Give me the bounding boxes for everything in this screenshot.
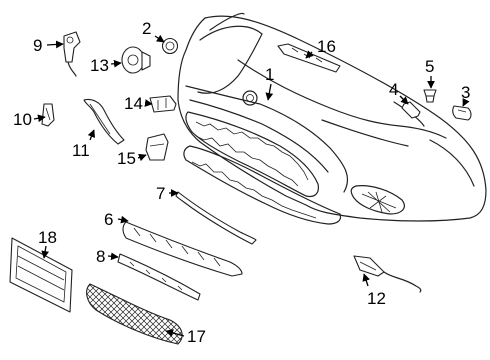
leader-15 xyxy=(137,153,147,162)
side-strip-part-11 xyxy=(83,98,125,145)
leader-6 xyxy=(117,215,129,224)
side-marker-part-12 xyxy=(353,255,422,293)
callout-7: 7 xyxy=(156,184,165,203)
leader-3 xyxy=(462,97,470,107)
callout-17: 17 xyxy=(187,327,206,346)
callout-15: 15 xyxy=(117,149,136,168)
leader-2 xyxy=(154,34,165,43)
leader-16 xyxy=(305,50,314,59)
callout-16: 16 xyxy=(317,37,336,56)
lip-strip-part-8 xyxy=(117,253,201,301)
leader-9 xyxy=(46,40,64,49)
leader-11 xyxy=(87,129,96,141)
callout-10: 10 xyxy=(13,110,32,129)
clip-part-3 xyxy=(452,105,472,121)
sensor-part-13 xyxy=(121,46,151,74)
callout-12: 12 xyxy=(367,289,386,308)
bracket-part-14 xyxy=(149,95,177,113)
bracket-part-15 xyxy=(145,133,169,161)
leader-12 xyxy=(362,273,370,287)
callout-3: 3 xyxy=(461,83,470,102)
leader-4 xyxy=(399,95,409,105)
mesh-grille-part-17 xyxy=(86,283,183,345)
leader-17 xyxy=(165,329,185,337)
leader-14 xyxy=(144,99,153,107)
callout-6: 6 xyxy=(104,210,113,229)
deflector-part-6 xyxy=(122,221,243,277)
grille-frame-part-18 xyxy=(9,237,73,313)
callout-1: 1 xyxy=(265,65,274,84)
callout-9: 9 xyxy=(33,36,42,55)
plug-part xyxy=(161,37,179,55)
push-clip-part-5 xyxy=(423,89,437,103)
leader-lines xyxy=(33,34,470,337)
callout-14: 14 xyxy=(124,94,143,113)
callout-11: 11 xyxy=(72,141,90,160)
leader-10 xyxy=(33,114,46,123)
bumper-cover xyxy=(177,12,487,225)
leader-13 xyxy=(110,59,122,68)
leader-18 xyxy=(41,245,50,259)
callout-8: 8 xyxy=(96,247,105,266)
callout-5: 5 xyxy=(425,57,434,76)
callout-18: 18 xyxy=(38,228,57,247)
callout-labels: 1 2 3 4 5 6 7 8 9 10 11 12 13 14 15 16 1… xyxy=(13,19,470,346)
bracket-part-10 xyxy=(41,103,55,127)
sensor-bracket-part-9 xyxy=(63,31,81,77)
callout-13: 13 xyxy=(90,56,109,75)
leader-1 xyxy=(265,83,274,101)
callout-4: 4 xyxy=(389,80,398,99)
leader-8 xyxy=(107,252,119,261)
trim-strip-part-7 xyxy=(175,191,257,245)
retainer-part-4 xyxy=(401,101,421,119)
callout-2: 2 xyxy=(142,19,151,38)
